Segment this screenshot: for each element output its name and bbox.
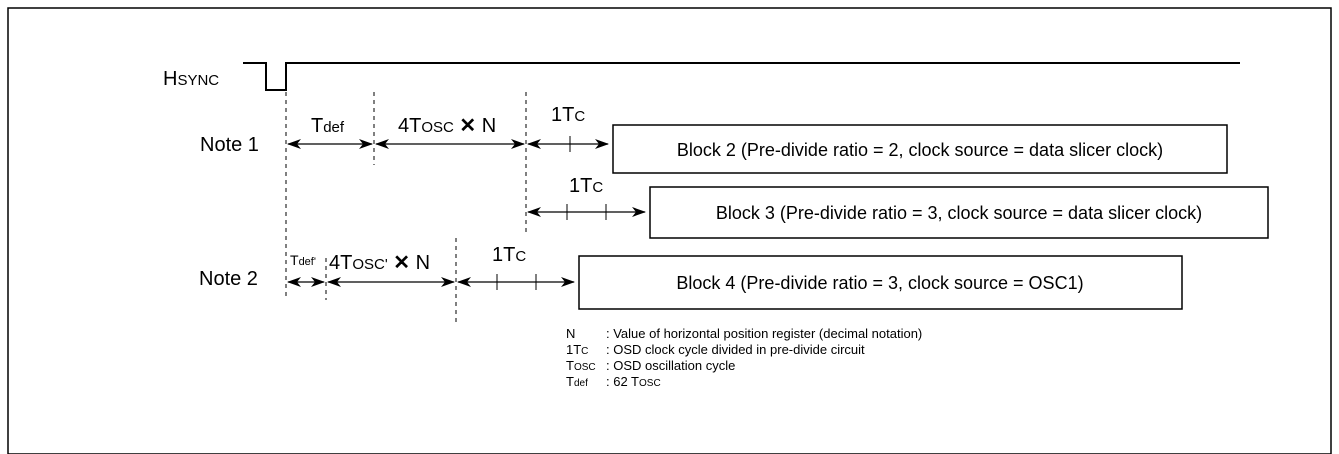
hsync-label: HSYNC bbox=[163, 68, 219, 90]
note1-label: Note 1 bbox=[200, 134, 259, 156]
legend-key-tosc: TOSC bbox=[566, 358, 596, 373]
tc-label-2: 1TC bbox=[569, 175, 603, 197]
tdef-label: Tdef bbox=[311, 115, 345, 137]
block-3-box bbox=[649, 186, 1269, 239]
legend-desc-n: : Value of horizontal position register … bbox=[606, 326, 922, 341]
tdef2-label: Tdef' bbox=[290, 252, 316, 268]
outer-frame bbox=[7, 7, 1332, 454]
legend-key-tc: 1TC bbox=[566, 342, 588, 357]
block-4-label: Block 4 (Pre-divide ratio = 3, clock sou… bbox=[676, 273, 1083, 293]
legend-desc-tosc: : OSD oscillation cycle bbox=[606, 358, 735, 373]
legend-desc-tdef: : 62 TOSC bbox=[606, 374, 661, 389]
legend-key-n: N bbox=[566, 326, 575, 341]
hsync-waveform bbox=[243, 62, 1240, 91]
block-3-label: Block 3 (Pre-divide ratio = 3, clock sou… bbox=[716, 203, 1202, 223]
legend-key-tdef: Tdef bbox=[566, 374, 588, 389]
tc-label-3: 1TC bbox=[492, 244, 526, 266]
tosc2-n-label: 4TOSC' ✕ N bbox=[329, 252, 430, 274]
block-2-label: Block 2 (Pre-divide ratio = 2, clock sou… bbox=[677, 140, 1163, 160]
legend: N : Value of horizontal position registe… bbox=[566, 326, 922, 389]
legend-desc-tc: : OSD clock cycle divided in pre-divide … bbox=[606, 342, 865, 357]
tc-label-1: 1TC bbox=[551, 104, 585, 126]
note2-label: Note 2 bbox=[199, 268, 258, 290]
block-4-box bbox=[578, 255, 1183, 310]
tosc-n-label: 4TOSC ✕ N bbox=[398, 115, 496, 137]
block-2-box bbox=[612, 124, 1228, 174]
